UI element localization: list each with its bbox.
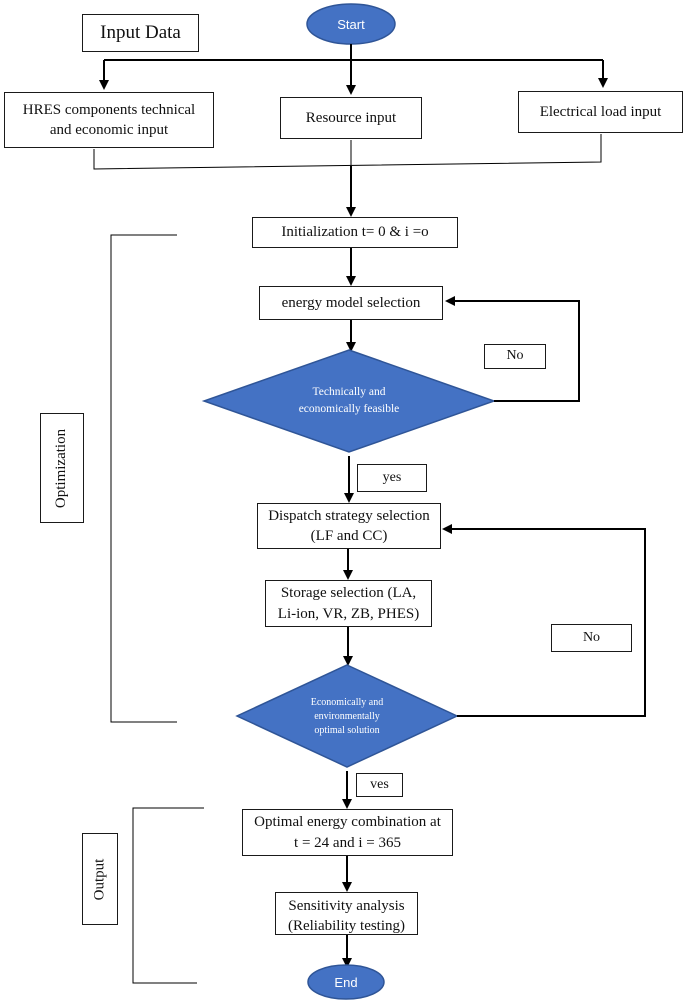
decision1-diamond (201, 349, 497, 453)
decision2-label: Economically and environmentally optimal… (310, 697, 384, 736)
start-label: Start (337, 16, 365, 32)
optimization-label: Optimization (53, 428, 70, 508)
storage-box: Storage selection (LA, Li-ion, VR, ZB, P… (265, 580, 432, 627)
decision2-diamond (235, 664, 459, 768)
energy-model-box: energy model selection (259, 286, 443, 320)
end-oval (307, 964, 385, 1000)
output-label-box: Output (82, 833, 118, 925)
no2-label: No (551, 624, 632, 652)
no-loop1-line (445, 296, 580, 402)
initialization-box: Initialization t= 0 & i =o (252, 217, 458, 248)
optimization-label-box: Optimization (40, 413, 84, 523)
input-merge-line (93, 134, 602, 170)
decision1-label: Technically and economically feasible (298, 386, 400, 415)
optimization-bracket (110, 234, 177, 723)
output-bracket (132, 807, 204, 984)
yes1-label: yes (357, 464, 427, 492)
no1-label: No (484, 344, 546, 369)
sensitivity-box: Sensitivity analysis (Reliability testin… (275, 892, 418, 935)
optimal-combination-box: Optimal energy combination at t = 24 and… (242, 809, 453, 856)
resource-input-box: Resource input (280, 97, 422, 139)
dispatch-box: Dispatch strategy selection (LF and CC) (257, 503, 441, 549)
hres-input-box: HRES components technical and economic i… (4, 92, 214, 148)
end-label: End (334, 974, 358, 990)
yes2-label: ves (356, 773, 403, 797)
no-loop2-line (442, 524, 646, 717)
input-data-box: Input Data (82, 14, 199, 52)
output-label: Output (91, 858, 108, 900)
load-input-box: Electrical load input (518, 91, 683, 133)
